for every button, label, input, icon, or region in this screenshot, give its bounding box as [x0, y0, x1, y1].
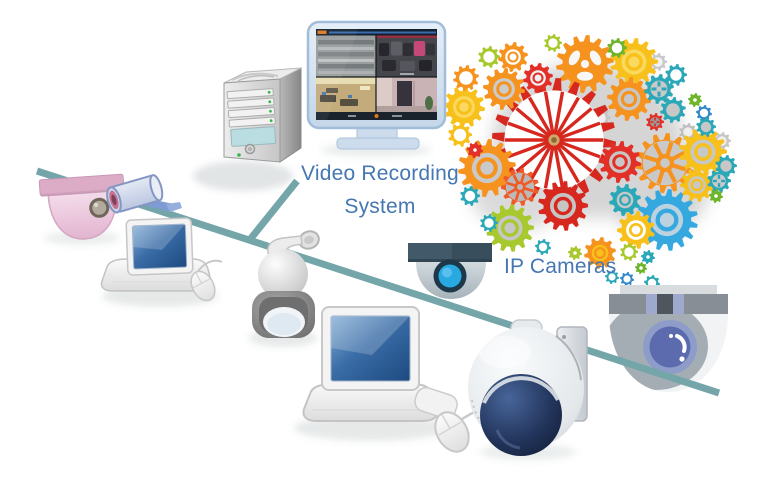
gear-icon: [453, 65, 479, 91]
video-recording-line2: System: [344, 195, 416, 218]
video-recording-line1: Video Recording: [301, 162, 459, 185]
gear-icon: [605, 270, 619, 284]
network-line-branch: [245, 178, 300, 245]
server-display-panel: [230, 126, 277, 147]
mouse-pad: [414, 386, 458, 420]
gear-icon: [607, 38, 627, 58]
server-tower: [223, 67, 302, 163]
gear-icon: [620, 272, 634, 286]
gear-icon: [709, 189, 723, 203]
gear-icon: [501, 168, 539, 206]
camera-glass-dome: [480, 374, 562, 456]
video-recording-label: Video Recording System: [287, 157, 473, 223]
bullet-camera: [106, 174, 182, 214]
gear-icon: [707, 169, 731, 193]
dome-camera-pink: [38, 173, 125, 240]
gear-icon: [443, 86, 485, 128]
gear-icon: [680, 168, 714, 202]
gear-icon: [696, 117, 716, 137]
network-lines: [35, 167, 721, 397]
gear-icon: [635, 262, 647, 274]
gear-icon: [584, 237, 616, 269]
gear-icon: [480, 214, 498, 232]
mouse-cable: [196, 259, 223, 274]
gear-icon: [460, 186, 480, 206]
ip-cameras-label: IP Cameras: [504, 255, 617, 278]
gear-icon: [535, 239, 551, 255]
laptop-screen: [131, 223, 188, 270]
ptz-webcam: [252, 230, 320, 338]
ptz-dome-camera: [468, 319, 588, 456]
gear-icon: [607, 77, 651, 121]
gear-icon: [467, 142, 483, 158]
vms-logo-icon: [317, 30, 327, 34]
mouse-2: [434, 411, 470, 453]
server-side: [279, 67, 302, 163]
gear-brain: [443, 34, 737, 291]
gear-icon: [486, 204, 534, 252]
camera-ball-joint: [258, 249, 308, 299]
gear-icon: [679, 123, 697, 141]
gear-icon: [478, 46, 500, 68]
gear-icon: [644, 74, 674, 104]
gear-icon: [538, 181, 588, 231]
gear-icon: [665, 64, 687, 86]
gear-icon: [646, 113, 664, 131]
laptop-screen: [330, 315, 411, 382]
gear-icon: [523, 63, 553, 93]
gear-icon: [568, 246, 582, 260]
monitor-cctv: [306, 20, 447, 150]
camera-ceiling-strip: [620, 285, 717, 295]
gear-icon: [679, 128, 727, 176]
gear-icon: [609, 184, 641, 216]
mouse-1: [190, 270, 216, 302]
dome-camera-purple: [609, 285, 728, 392]
gear-icon: [448, 123, 472, 147]
gear-icon: [696, 105, 712, 121]
gear-icon: [498, 42, 528, 72]
gear-icon: [483, 68, 525, 110]
monitor-stand-base: [336, 137, 420, 150]
gear-icon: [620, 243, 638, 261]
gear-icon: [641, 250, 655, 264]
gear-icon: [660, 97, 686, 123]
gear-layer: [443, 34, 737, 291]
gear-icon: [544, 34, 562, 52]
gear-icon: [556, 35, 614, 93]
gear-icon: [617, 211, 655, 249]
server-led: [237, 153, 241, 157]
network-line-main: [35, 167, 721, 397]
gear-icon: [688, 93, 702, 107]
gear-icon: [599, 141, 641, 183]
laptop-1: [100, 217, 223, 302]
server-drive-bays: [226, 88, 277, 147]
dome-camera-teal: [408, 243, 492, 299]
camera-lens-icon: [89, 197, 110, 218]
